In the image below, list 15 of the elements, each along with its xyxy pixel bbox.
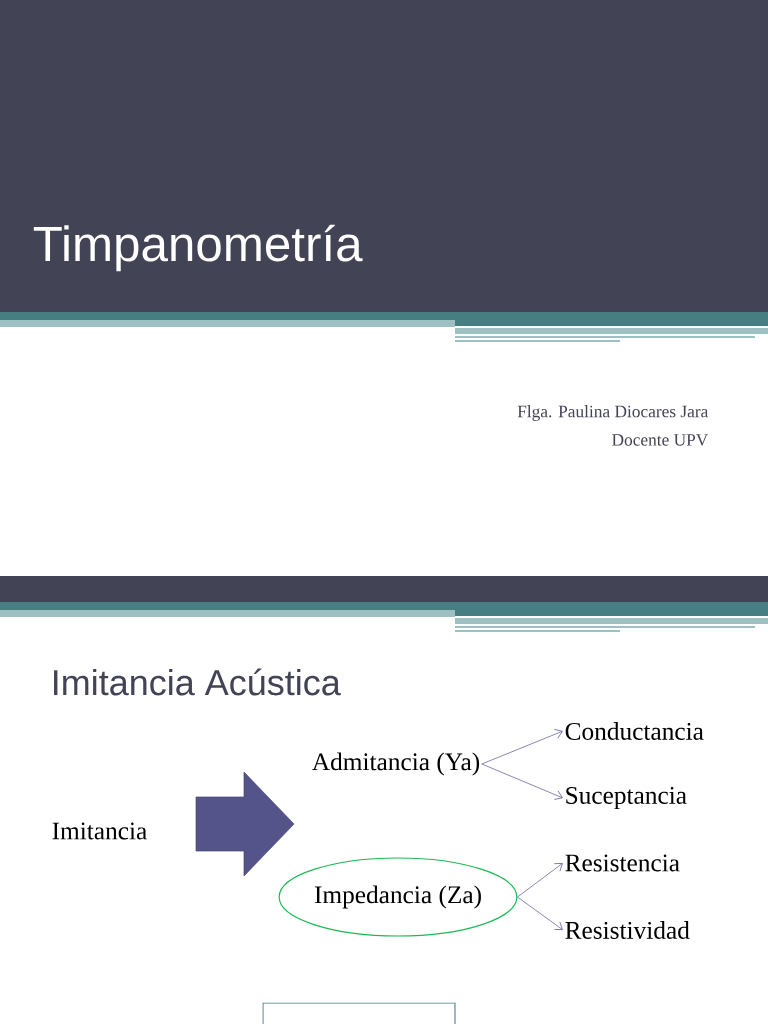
- title: Timpanometría: [33, 224, 363, 272]
- term-label: Resistividad: [565, 921, 690, 939]
- author-role: Docente UPV: [612, 434, 709, 446]
- arrow: [517, 896, 563, 930]
- arrow: [517, 863, 563, 898]
- author-name: Flga. Paulina Diocares Jara: [517, 405, 709, 421]
- term-label: Conductancia: [565, 722, 704, 740]
- slide-heading: Imitancia Acústica: [54, 668, 341, 696]
- block-arrow: [195, 771, 295, 877]
- arrow: [481, 763, 563, 800]
- term-label: Resistencia: [565, 854, 680, 872]
- term-label: Imitancia: [52, 822, 147, 840]
- arrow: [481, 729, 563, 765]
- term-label: Admitancia (Ya): [312, 752, 480, 776]
- term-label: Suceptancia: [566, 786, 687, 810]
